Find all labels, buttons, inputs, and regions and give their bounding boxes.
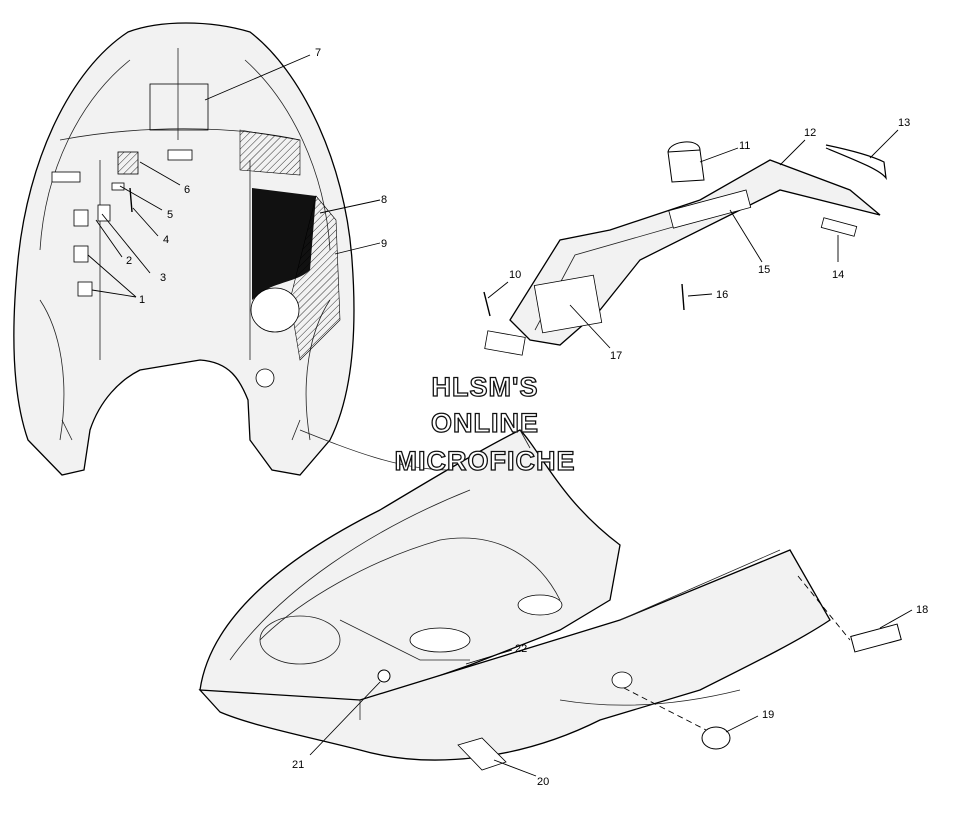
seat-panel-assembly [483,141,887,356]
leader-lines-hull-perspective [309,575,913,777]
decal-17 [533,274,603,334]
callout-17: 17 [610,350,622,362]
callout-6: 6 [184,184,190,196]
watermark-line-3: MICROFICHE [395,446,576,476]
callout-21: 21 [292,759,304,771]
watermark: HLSM'S ONLINE MICROFICHE [394,371,576,476]
callout-1: 1 [139,294,145,306]
callout-18: 18 [916,604,928,616]
watermark-line-1: HLSM'S [432,372,539,402]
callout-8: 8 [381,194,387,206]
plate-20 [457,737,507,771]
callout-19: 19 [762,709,774,721]
cap-19 [701,726,731,750]
hull-perspective-view [198,429,902,771]
callout-5: 5 [167,209,173,221]
watermark-line-2: ONLINE [431,408,539,438]
callout-13: 13 [898,117,910,129]
hinge-plate-10 [484,330,526,356]
callout-4: 4 [163,234,169,246]
callout-2: 2 [126,255,132,267]
hull-top-view [13,22,355,476]
callout-12: 12 [804,127,816,139]
cable-13 [825,144,887,181]
clip-11 [667,149,705,183]
leader-lines-seat-panel [487,129,899,349]
callout-20: 20 [537,776,549,788]
callout-7: 7 [315,47,321,59]
leader-lines-hull-top [87,54,381,298]
decal-15 [668,189,752,229]
label-14 [820,217,858,237]
plug-18 [850,623,902,653]
callout-14: 14 [832,269,844,281]
decal-7 [149,83,209,131]
callout-16: 16 [716,289,728,301]
hatched-panel-9 [289,195,341,361]
callout-9: 9 [381,238,387,250]
callout-22: 22 [515,643,527,655]
callout-11: 11 [739,140,750,152]
callout-3: 3 [160,272,166,284]
callout-labels: 1 2 3 4 5 6 7 8 9 10 11 12 13 14 15 16 1… [126,47,928,788]
callout-10: 10 [509,269,521,281]
callout-15: 15 [758,264,770,276]
